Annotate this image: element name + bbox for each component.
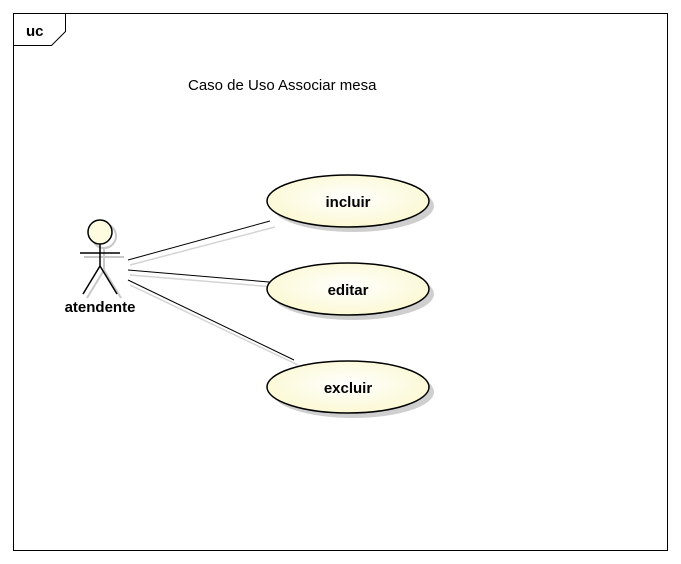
actor-left-leg: [82, 265, 101, 295]
association-shadows: [129, 226, 299, 366]
actor-atendente[interactable]: atendente: [65, 219, 136, 316]
use-case-excluir[interactable]: excluir: [266, 360, 434, 418]
use-case-ellipse: [266, 360, 430, 414]
actor-right-leg: [99, 265, 118, 295]
diagram-title: Caso de Uso Associar mesa: [188, 77, 377, 94]
frame-label-tab: [13, 13, 66, 46]
actor-shadow: [84, 223, 124, 299]
use-case-ellipse: [266, 174, 430, 228]
use-case-label: editar: [328, 282, 369, 299]
use-case-incluir[interactable]: incluir: [266, 174, 434, 232]
use-case-ellipse: [266, 262, 430, 316]
association-incluir[interactable]: [127, 220, 271, 261]
use-case-label: excluir: [324, 380, 373, 397]
frame-label: uc: [26, 23, 44, 40]
association-excluir[interactable]: [127, 279, 295, 361]
diagram-frame: [13, 13, 668, 551]
actor-label: atendente: [65, 299, 136, 316]
use-case-label: incluir: [325, 194, 370, 211]
association-editar[interactable]: [127, 269, 270, 283]
actor-head: [87, 219, 113, 245]
use-case-editar[interactable]: editar: [266, 262, 434, 320]
